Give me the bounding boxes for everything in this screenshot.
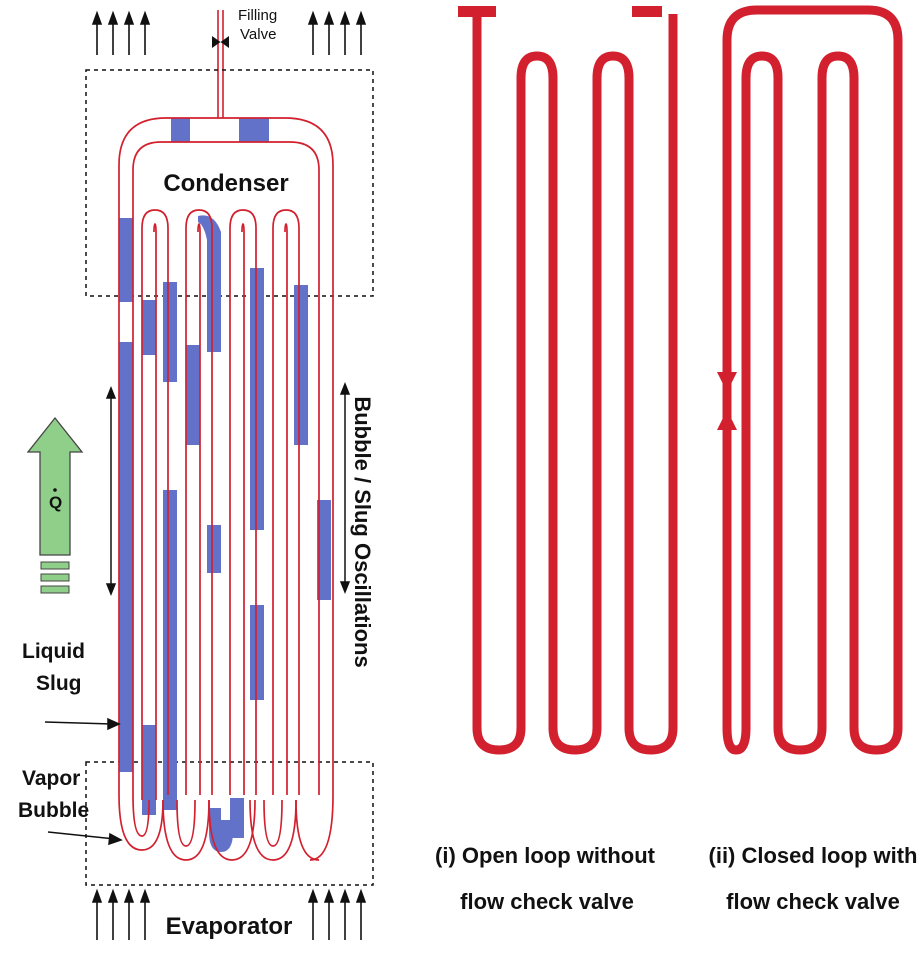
heat-in-arrows [91, 888, 367, 940]
pulsating-heat-pipe-schematic: Filling Valve [18, 7, 375, 940]
heat-out-arrows-left [91, 10, 151, 55]
closed-loop-caption-2: flow check valve [726, 889, 900, 914]
oscillation-range-arrow-right [339, 381, 351, 595]
liquid-slug [294, 285, 308, 445]
liquid-slugs [119, 118, 331, 852]
liquid-slug [198, 215, 221, 352]
liquid-slug [171, 118, 190, 142]
liquid-slug [163, 490, 177, 810]
open-loop-end-cap-right [632, 6, 662, 17]
closed-loop-diagram: (ii) Closed loop with flow check valve [709, 5, 917, 914]
liquid-slug [317, 500, 331, 600]
open-loop-diagram: (i) Open loop without flow check valve [435, 6, 678, 914]
liquid-slug [250, 268, 264, 530]
open-loop-caption-2: flow check valve [460, 889, 634, 914]
filling-valve: Filling Valve [212, 7, 277, 118]
liquid-slug-pointer [44, 717, 121, 731]
liquid-slug [142, 300, 156, 355]
open-loop-end-cap-left [458, 6, 496, 17]
heat-in-arrows-right [307, 888, 367, 940]
open-loop-tube [472, 14, 678, 755]
evaporator-zone [85, 761, 374, 886]
liquid-slug [230, 798, 244, 838]
liquid-slug [239, 118, 269, 142]
filling-valve-icon [212, 36, 229, 48]
filling-valve-label-2: Valve [240, 26, 276, 43]
liquid-slug [119, 218, 133, 302]
liquid-slug-label-1: Liquid [22, 640, 85, 663]
evaporator-label: Evaporator [166, 913, 293, 940]
closed-loop-caption-1: (ii) Closed loop with [709, 843, 917, 868]
liquid-slug [163, 282, 177, 382]
liquid-slug-label-2: Slug [36, 672, 82, 695]
liquid-slug [209, 808, 233, 852]
heat-input-arrow-icon [26, 416, 84, 556]
liquid-slug [119, 342, 133, 772]
liquid-slug [207, 525, 221, 573]
flow-check-valve-icon [717, 372, 737, 430]
heat-in-arrows-left [91, 888, 151, 940]
open-loop-caption-1: (i) Open loop without [435, 843, 656, 868]
oscillations-label: Bubble / Slug Oscillations [350, 396, 375, 667]
liquid-slug [250, 605, 264, 700]
vapor-bubble-label-2: Bubble [18, 799, 89, 822]
heat-rate-dot [53, 488, 57, 492]
closed-loop-tube [722, 5, 903, 755]
liquid-slug [142, 725, 156, 815]
serpentine-tube [118, 117, 334, 861]
liquid-slug [186, 345, 200, 445]
heat-symbol: Q [49, 493, 62, 512]
condenser-label: Condenser [163, 170, 288, 197]
vapor-bubble-label-1: Vapor [22, 767, 80, 790]
vapor-bubble-pointer [47, 831, 123, 846]
oscillation-range-arrow-left [105, 385, 117, 597]
heat-out-arrows-right [307, 10, 367, 55]
heat-input-arrow: Q [26, 416, 84, 594]
filling-valve-label-1: Filling [238, 7, 277, 24]
heat-out-arrows [91, 10, 367, 55]
